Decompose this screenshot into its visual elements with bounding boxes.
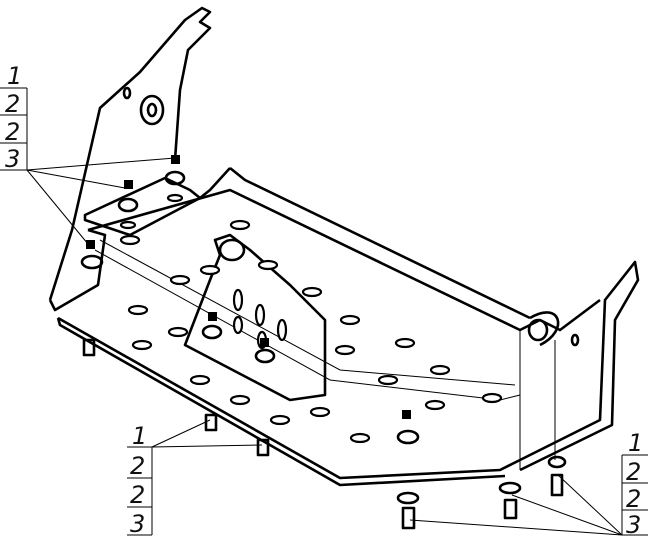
callout-left-2: 2 [5, 90, 20, 118]
callout-center-2: 2 [130, 452, 145, 480]
callout-left-1: 1 [7, 62, 22, 90]
callout-right-1: 1 [628, 429, 643, 457]
callout-right-4: 3 [626, 511, 641, 539]
callout-center-4: 3 [130, 510, 145, 538]
plate-slots [119, 219, 503, 444]
callout-left-4: 3 [5, 145, 20, 173]
callout-bottom-center: 1 2 2 3 [127, 422, 153, 538]
right-bracket [527, 311, 580, 347]
callout-center-3: 2 [130, 481, 145, 509]
callout-bottom-right: 1 2 2 3 [621, 429, 648, 539]
callout-right-2: 2 [626, 458, 641, 486]
callout-left: 1 2 2 3 [0, 62, 28, 173]
callout-right-3: 2 [626, 485, 641, 513]
callout-center-1: 1 [132, 422, 147, 450]
fasteners [82, 155, 567, 530]
left-bracket [48, 6, 212, 312]
center-bracket [183, 233, 327, 402]
callout-left-3: 2 [5, 118, 20, 146]
